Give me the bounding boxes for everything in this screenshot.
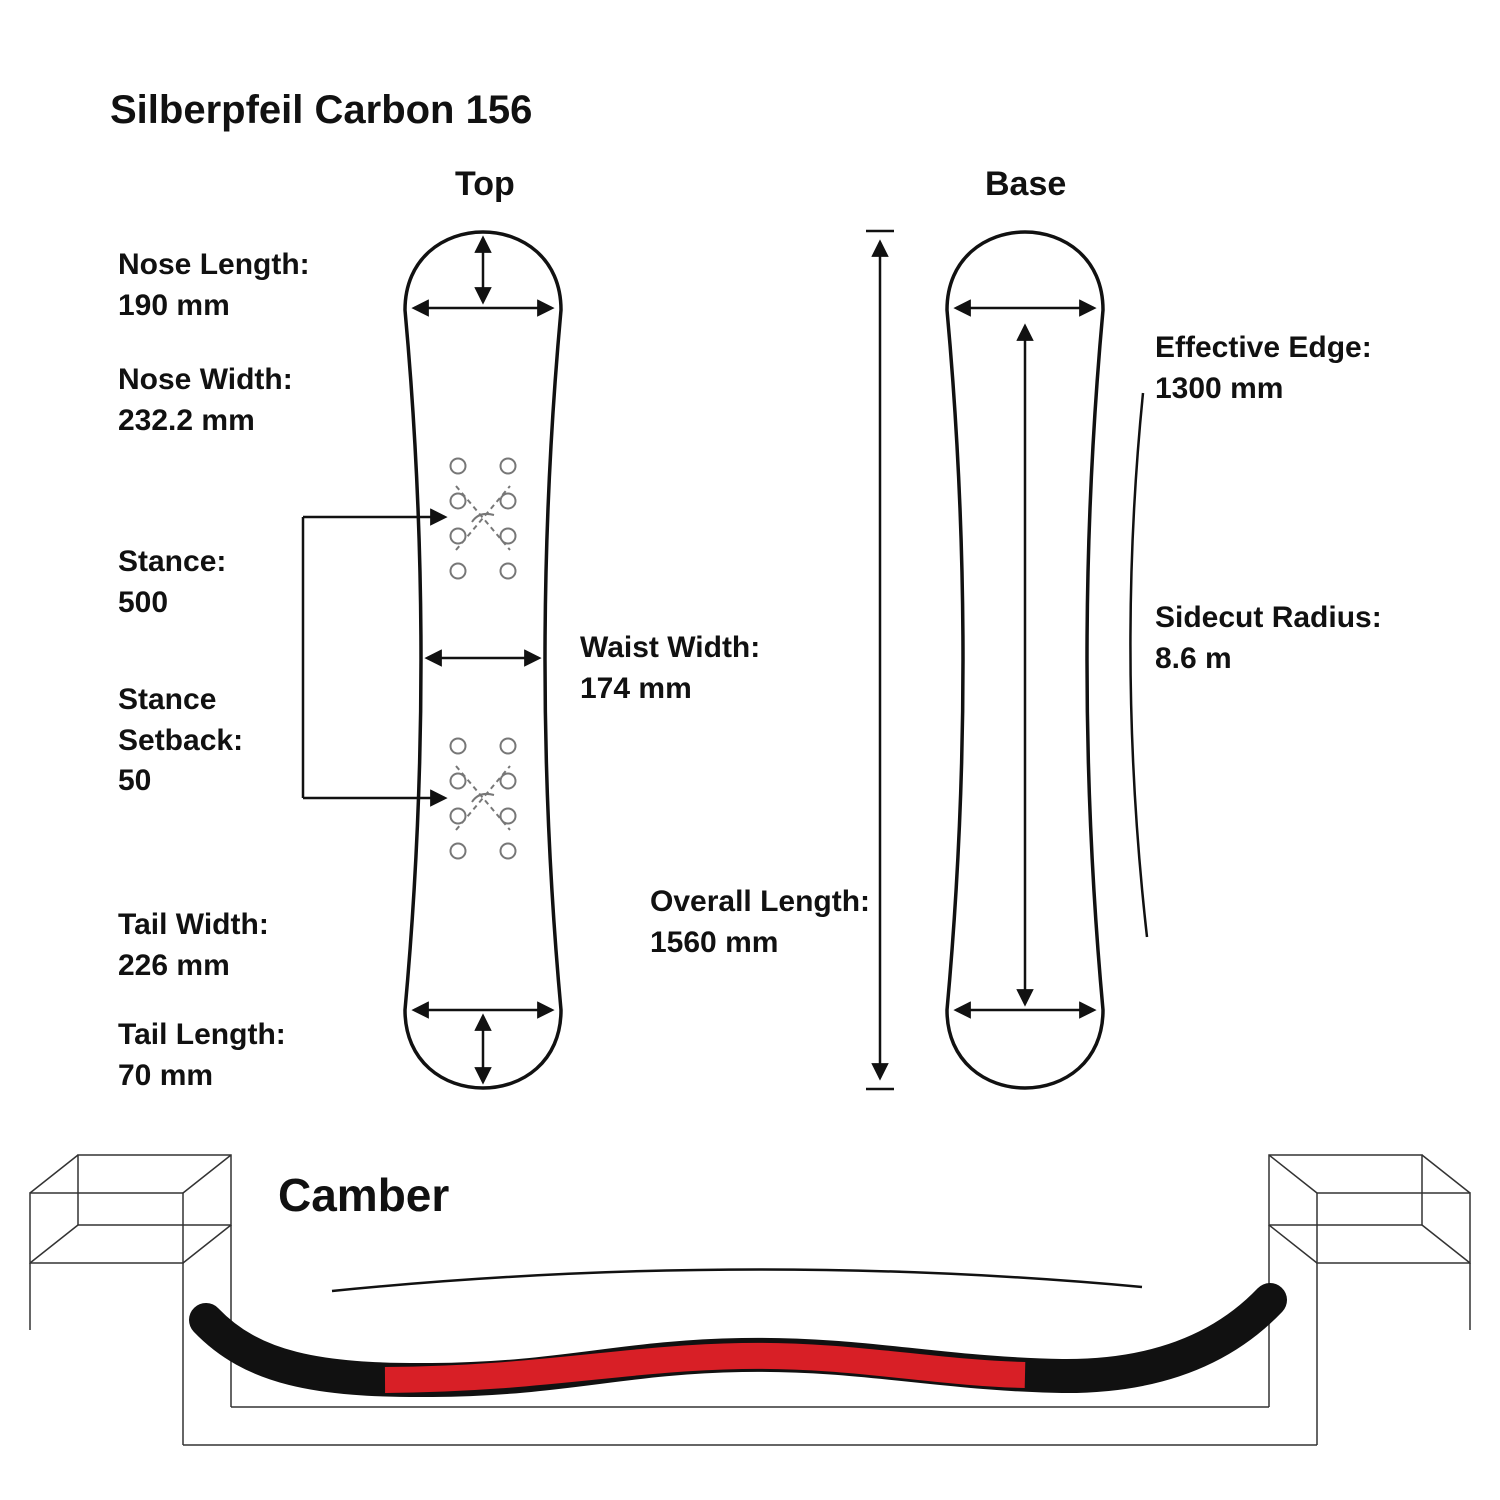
- spec-value: 1560 mm: [650, 925, 779, 959]
- insert-hole: [449, 842, 467, 860]
- top-view-label: Top: [455, 165, 515, 203]
- spec-waist-width: Waist Width: 174 mm: [580, 628, 760, 709]
- insert-hole: [449, 492, 467, 510]
- spec-value: 8.6 m: [1155, 641, 1232, 675]
- spec-label: Tail Width:: [118, 908, 269, 941]
- insert-hole: [449, 737, 467, 755]
- base-view-board: [866, 229, 1149, 1091]
- camber-reference-arc: [331, 1268, 1143, 1293]
- spec-label: Nose Length:: [118, 248, 310, 281]
- insert-hole: [499, 562, 517, 580]
- base-view-label: Base: [985, 165, 1067, 203]
- base-board-outline: [945, 230, 1105, 1090]
- insert-hole: [499, 457, 517, 475]
- insert-hole: [449, 562, 467, 580]
- insert-logo: [471, 512, 495, 523]
- insert-hole: [449, 457, 467, 475]
- left-stand-wireframe: [29, 1154, 232, 1445]
- spec-label: Stance:: [118, 545, 227, 578]
- spec-label: Tail Length:: [118, 1018, 286, 1051]
- spec-value: 50: [118, 764, 152, 797]
- insert-logo: [471, 792, 495, 803]
- spec-stance: Stance: 500: [118, 542, 226, 623]
- spec-value: 1300 mm: [1155, 371, 1284, 405]
- bench-trough-lines: [183, 1406, 1317, 1446]
- insert-hole: [499, 842, 517, 860]
- insert-hole: [449, 527, 467, 545]
- sidecut-arc: [1129, 392, 1149, 938]
- spec-tail-length: Tail Length: 70 mm: [118, 1015, 286, 1096]
- spec-label: Effective Edge:: [1155, 331, 1372, 364]
- camber-label: Camber: [278, 1169, 450, 1221]
- stance-bracket: [301, 508, 448, 807]
- spec-effective-edge: Effective Edge: 1300 mm: [1155, 328, 1372, 409]
- page-title: Silberpfeil Carbon 156: [110, 88, 533, 132]
- spec-label: Waist Width:: [580, 631, 761, 664]
- camber-profile: [29, 1154, 1471, 1446]
- spec-label: Overall Length:: [650, 885, 871, 918]
- insert-hole: [499, 527, 517, 545]
- spec-value: 70 mm: [118, 1058, 214, 1092]
- insert-hole: [449, 807, 467, 825]
- spec-overall-length: Overall Length: 1560 mm: [650, 882, 870, 963]
- spec-nose-length: Nose Length: 190 mm: [118, 245, 310, 326]
- insert-hole: [499, 737, 517, 755]
- spec-label: Nose Width:: [118, 363, 293, 396]
- spec-tail-width: Tail Width: 226 mm: [118, 905, 269, 986]
- spec-value: 500: [118, 585, 169, 619]
- spec-value: 190 mm: [118, 288, 230, 322]
- top-board-outline: [403, 230, 563, 1090]
- rear-insert-pack: [449, 737, 517, 860]
- insert-hole: [499, 492, 517, 510]
- insert-hole: [499, 772, 517, 790]
- front-insert-pack: [449, 457, 517, 580]
- spec-value: 226 mm: [118, 948, 230, 982]
- spec-stance-setback: Stance Setback: 50: [118, 680, 273, 802]
- insert-hole: [499, 807, 517, 825]
- spec-label: Stance Setback:: [118, 683, 244, 757]
- spec-nose-width: Nose Width: 232.2 mm: [118, 360, 293, 441]
- spec-value: 232.2 mm: [118, 403, 255, 437]
- overall-length-dimension: [866, 229, 894, 1091]
- insert-hole: [449, 772, 467, 790]
- spec-value: 174 mm: [580, 671, 692, 705]
- top-view-board: [301, 230, 563, 1090]
- spec-sidecut-radius: Sidecut Radius: 8.6 m: [1155, 598, 1382, 679]
- spec-label: Sidecut Radius:: [1155, 601, 1382, 634]
- camber-board-red: [384, 1342, 1026, 1393]
- right-stand-wireframe: [1268, 1154, 1471, 1445]
